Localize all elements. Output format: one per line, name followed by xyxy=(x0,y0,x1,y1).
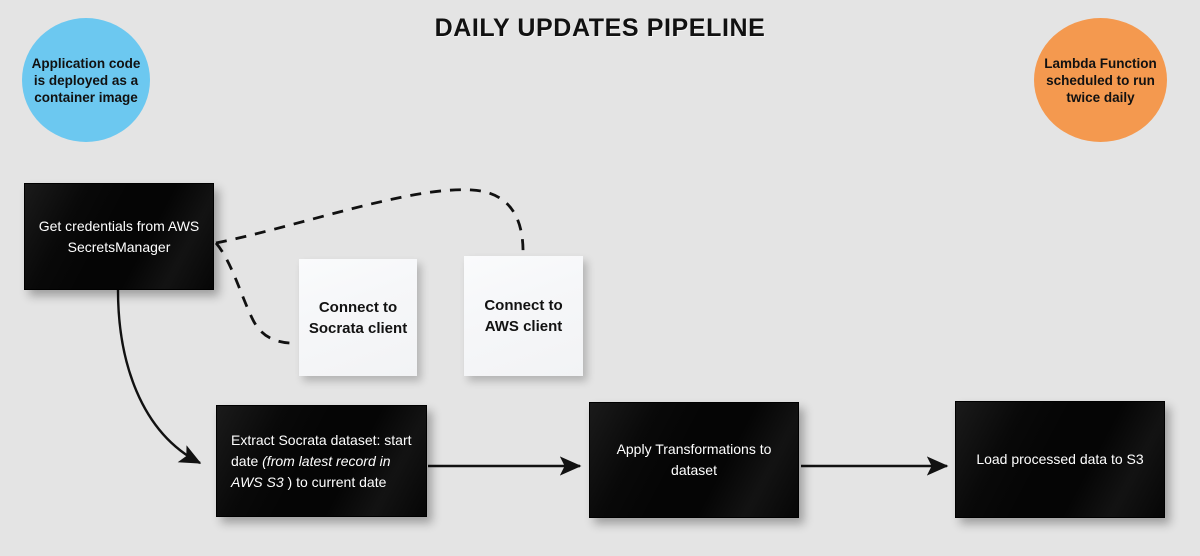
note-connect-socrata-client-label: Connect to Socrata client xyxy=(308,298,408,337)
step-get-credentials-label: Get credentials from AWS SecretsManager xyxy=(38,217,200,255)
annotation-lambda-label: Lambda Function scheduled to run twice d… xyxy=(1044,55,1157,105)
step-apply-transformations: Apply Transformations to dataset xyxy=(589,402,799,518)
step-extract-dataset-label-part2: ) to current date xyxy=(287,473,387,490)
step-load-to-s3: Load processed data to S3 xyxy=(955,401,1165,518)
connector-secrets-to-aws xyxy=(215,188,525,256)
connector-secrets-to-socrata xyxy=(214,242,299,345)
step-extract-dataset-label-italic: (from latest record in AWS S3 xyxy=(231,452,391,490)
note-connect-socrata-client: Connect to Socrata client xyxy=(299,259,417,376)
connector-secrets-to-extract xyxy=(116,289,202,465)
note-connect-aws-client-label: Connect to AWS client xyxy=(484,297,563,335)
annotation-app-code-label: Application code is deployed as a contai… xyxy=(31,55,141,105)
step-extract-dataset: Extract Socrata dataset: start date (fro… xyxy=(216,405,427,517)
step-extract-dataset-label: Extract Socrata dataset: start date (fro… xyxy=(217,430,426,493)
annotation-app-code-circle: Application code is deployed as a contai… xyxy=(22,18,150,142)
page-title: DAILY UPDATES PIPELINE xyxy=(434,14,766,42)
step-extract-dataset-label-part1: Extract Socrata dataset: start date xyxy=(231,431,412,469)
step-get-credentials: Get credentials from AWS SecretsManager xyxy=(24,183,214,290)
step-apply-transformations-label: Apply Transformations to dataset xyxy=(616,441,772,478)
step-load-to-s3-label: Load processed data to S3 xyxy=(976,451,1144,467)
note-connect-aws-client: Connect to AWS client xyxy=(464,256,583,376)
annotation-lambda-circle: Lambda Function scheduled to run twice d… xyxy=(1034,18,1167,142)
